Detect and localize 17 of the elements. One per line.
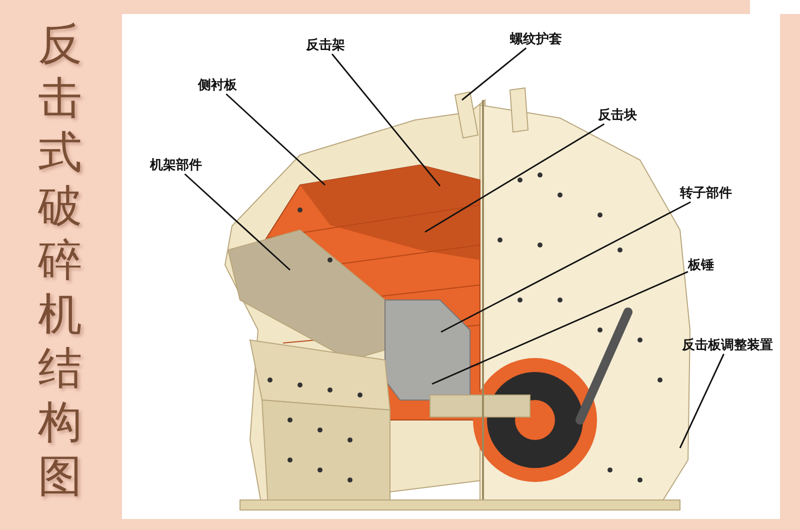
leader-line [679, 354, 724, 448]
leader-line [432, 271, 688, 385]
part-label: 转子部件 [680, 186, 732, 202]
part-label: 侧衬板 [198, 78, 237, 94]
part-label: 螺纹护套 [510, 32, 562, 48]
leader-line [184, 173, 290, 271]
part-label: 机架部件 [150, 158, 202, 174]
leader-line [462, 47, 527, 101]
leader-line [226, 93, 326, 186]
part-label: 反击架 [306, 38, 345, 54]
part-label: 反击板调整装置 [682, 338, 773, 354]
vertical-title: 反击式破碎机结构图 [37, 18, 83, 504]
leader-line [331, 54, 441, 186]
leader-line [424, 123, 605, 233]
part-label: 反击块 [598, 108, 637, 124]
leader-line [440, 201, 691, 333]
part-label: 板锤 [688, 258, 714, 274]
